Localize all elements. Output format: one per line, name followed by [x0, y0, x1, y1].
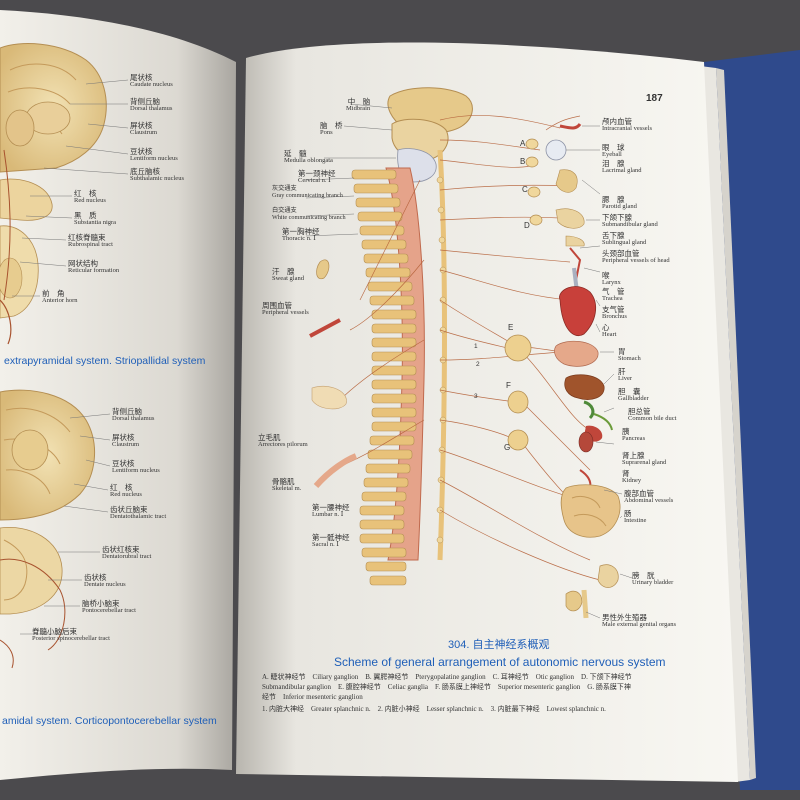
ganglion-letter-a: A	[520, 139, 526, 148]
figure-title-en: Scheme of general arrangement of autonom…	[334, 655, 666, 669]
caption-line-1: A. 睫状神经节 Ciliary ganglion B. 翼腭神经节 Ptery…	[262, 673, 632, 681]
spinal-cord-illustration	[351, 149, 447, 586]
ganglion-letter-e: E	[508, 323, 514, 332]
ganglia	[504, 138, 543, 451]
brain-section-top	[0, 43, 107, 345]
left-title-top: extrapyramidal system. Striopallidal sys…	[4, 355, 206, 367]
page-number: 187	[646, 93, 663, 104]
left-leader-lines-bottom	[20, 413, 111, 635]
caption-line-2: Submandibular ganglion E. 腹腔神经节 Celiac g…	[262, 683, 631, 691]
left-leader-lines	[12, 79, 129, 297]
right-leader-lines	[305, 103, 633, 619]
organs	[545, 123, 621, 619]
caption-line-4: 1. 内脏大神经 Greater splanchnic n. 2. 内脏小神经 …	[262, 705, 606, 713]
nerve-number-3: 3	[474, 393, 478, 400]
ganglion-letter-f: F	[506, 381, 511, 390]
ganglion-letter-d: D	[524, 221, 530, 230]
nerve-number-1: 1	[474, 343, 478, 350]
caption-line-3: 经节 Inferior mesenteric ganglion	[262, 693, 363, 701]
brain-section-bottom	[0, 389, 96, 669]
left-side-structures	[309, 259, 358, 488]
figure-title-zh: 304. 自主神经系概观	[448, 639, 550, 651]
ganglion-letter-c: C	[522, 185, 528, 194]
left-title-bottom: amidal system. Corticopontocerebellar sy…	[2, 715, 217, 727]
nerve-number-2: 2	[476, 361, 480, 368]
ganglion-letter-g: G	[504, 443, 511, 452]
ganglion-letter-b: B	[520, 157, 526, 166]
